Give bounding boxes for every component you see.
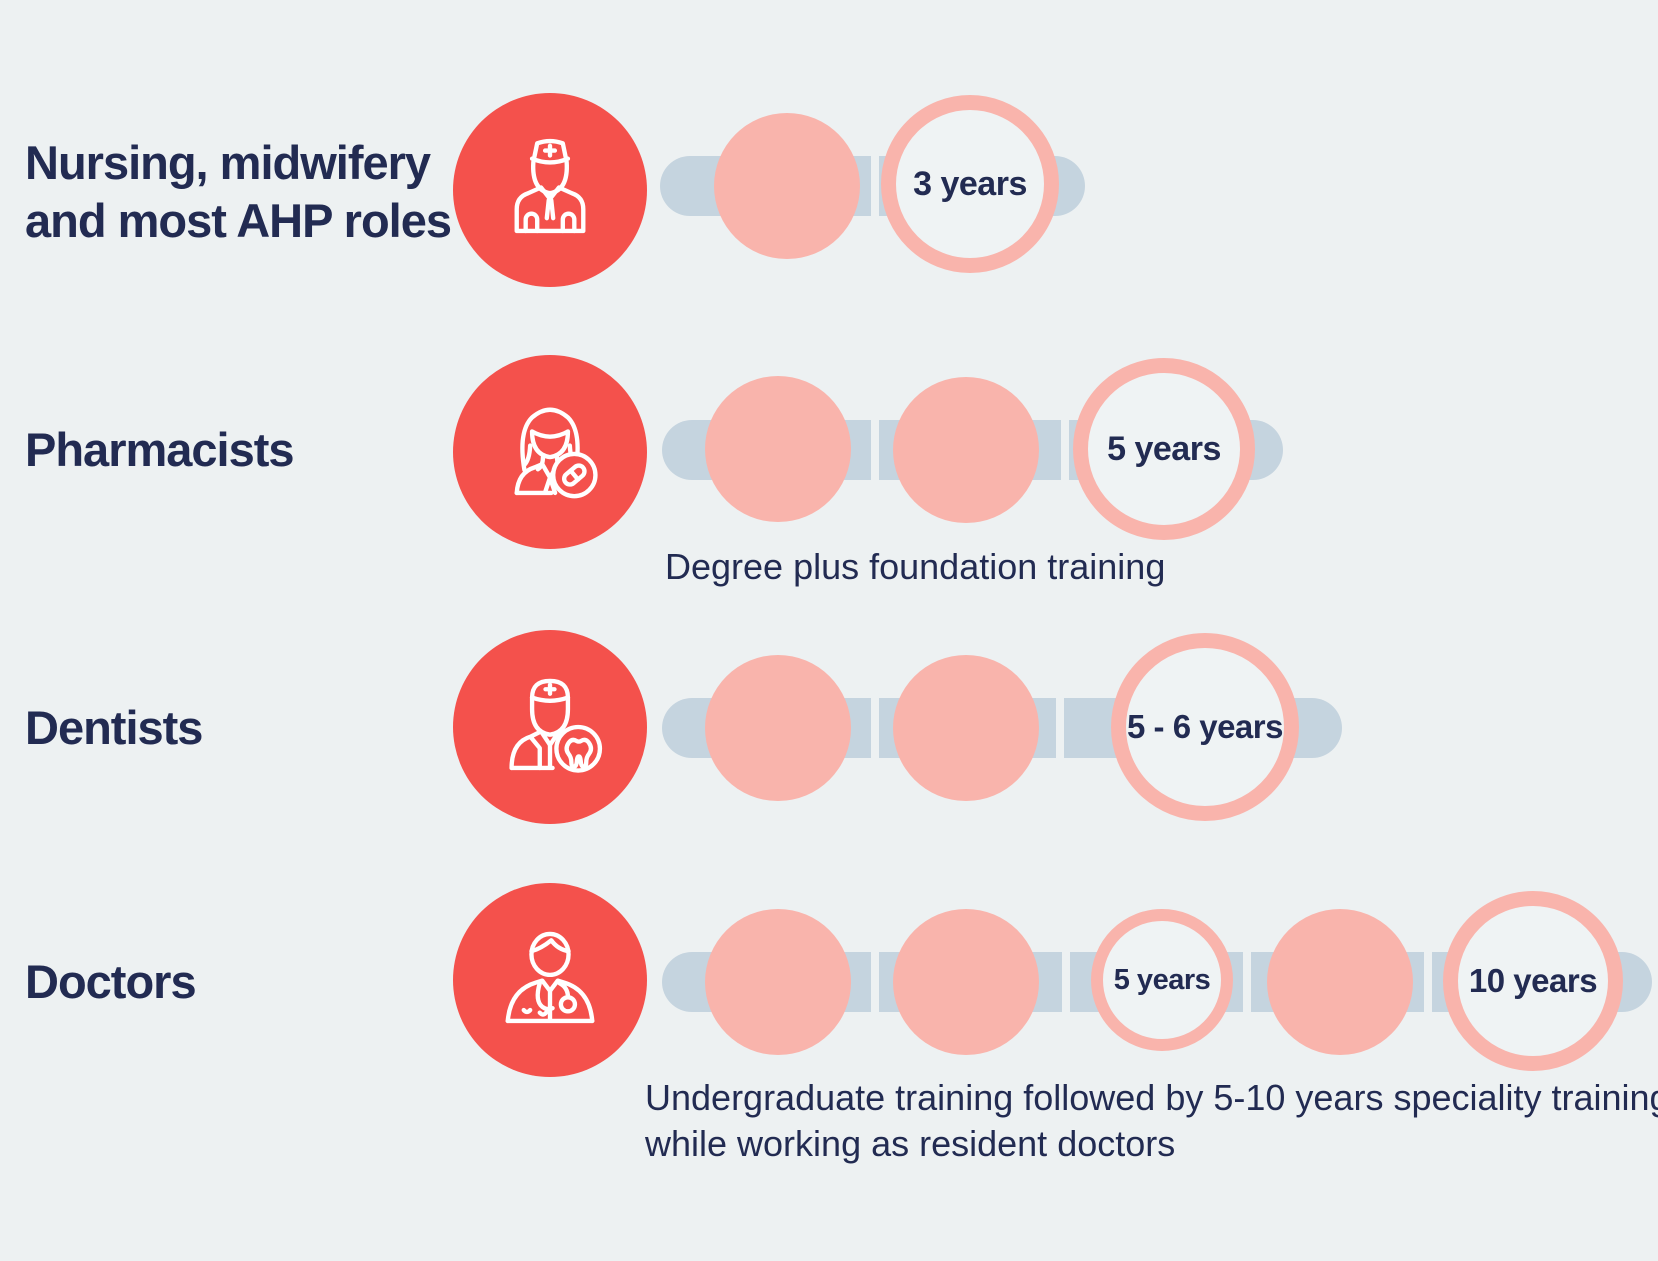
stage-dot [893,655,1039,801]
caption-line1: Undergraduate training followed by 5-10 … [645,1077,1658,1118]
row-caption-pharmacists: Degree plus foundation training [665,546,1166,587]
doctor-icon [453,883,647,1077]
duration-label: 5 years [1113,963,1211,996]
pharmacist-icon [453,355,647,549]
row-title-doctors: Doctors [25,955,197,1008]
stage-dot [705,655,851,801]
caption-line2: while working as resident doctors [645,1123,1176,1164]
duration-circle: 5 years [1091,909,1233,1051]
duration-label: 5 years [1107,429,1221,468]
nurse-icon [453,93,647,287]
row-title-nursing: Nursing, midwifery and most AHP roles [25,134,452,250]
stage-dot [893,909,1039,1055]
duration-label: 10 years [1468,962,1598,999]
row-title-line1: Nursing, midwifery [25,136,431,189]
duration-circle: 10 years [1443,891,1623,1071]
stage-dot [705,376,851,522]
row-title-dentists: Dentists [25,701,203,754]
stage-dot [1267,909,1413,1055]
stage-dot [705,909,851,1055]
row-title-pharmacists: Pharmacists [25,423,295,476]
stage-dot [893,377,1039,523]
stage-dot [714,113,860,259]
row-title-line2: and most AHP roles [25,194,452,247]
duration-circle: 3 years [881,95,1059,273]
duration-label: 5 - 6 years [1127,708,1283,745]
duration-label: 3 years [913,164,1027,203]
dentist-icon [453,630,647,824]
row-caption-doctors: Undergraduate training followed by 5-10 … [645,1075,1658,1167]
